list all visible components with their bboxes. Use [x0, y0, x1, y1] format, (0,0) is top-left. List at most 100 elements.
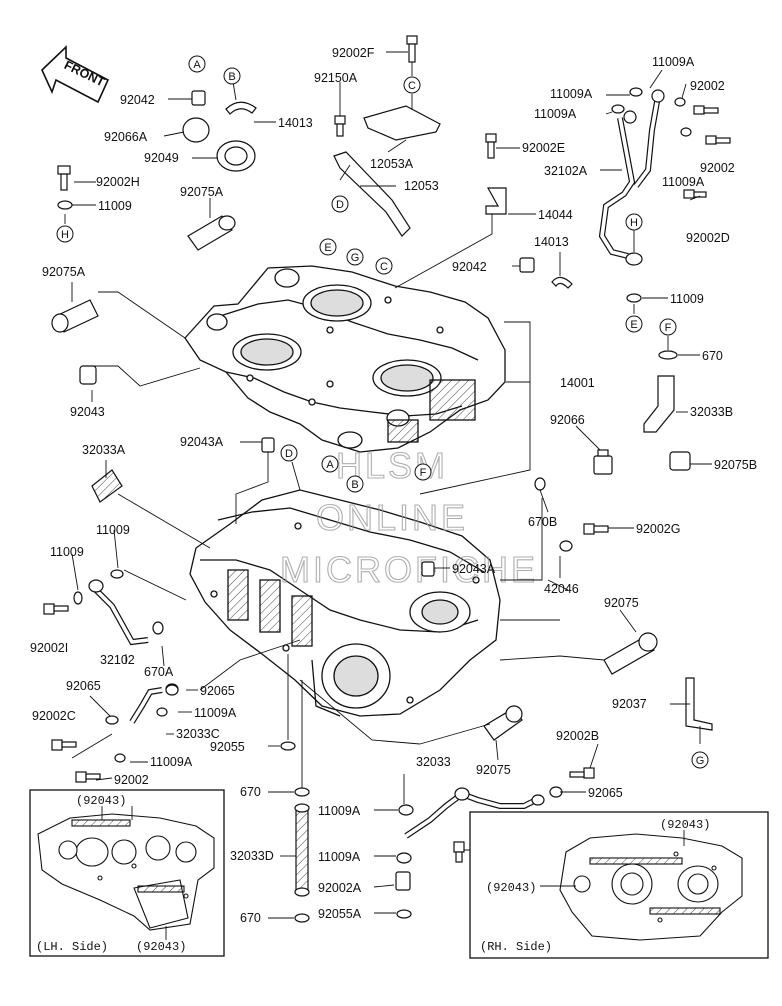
part-label: 92002B [556, 729, 599, 743]
part-label: 12053 [404, 179, 439, 193]
part-label: 670A [144, 665, 174, 679]
reference-circles [56, 55, 709, 769]
ref-circle-G [691, 751, 709, 769]
part-label: 11009A [534, 107, 577, 121]
part-label: 11009A [652, 55, 695, 69]
part-label: 11009A [318, 850, 361, 864]
part-label: 92066 [550, 413, 585, 427]
part-label: 14013 [534, 235, 569, 249]
part-label: 92065 [588, 786, 623, 800]
part-label: 670 [240, 785, 261, 799]
rh-side-inset: (92043) (92043) (RH. Side) [469, 811, 769, 959]
part-label: 92049 [144, 151, 179, 165]
part-label: 32033B [690, 405, 733, 419]
ref-circle-F [659, 318, 677, 336]
ref-circle-F [414, 463, 432, 481]
ref-letter: B [351, 479, 358, 491]
part-label: 92043A [452, 562, 496, 576]
part-label: 32102A [544, 164, 588, 178]
ref-letter: E [630, 319, 637, 331]
part-label: 11009A [318, 804, 361, 818]
parts [43, 35, 731, 923]
part-label: 92002 [700, 161, 735, 175]
part-label: 92075 [476, 763, 511, 777]
lower-crankcase [189, 489, 501, 717]
ref-letter: D [336, 199, 344, 211]
part-label: 11009A [662, 175, 705, 189]
part-label: 12053A [370, 157, 414, 171]
ref-circle-E [625, 315, 643, 333]
part-label: 32102 [100, 653, 135, 667]
part-label: 11009A [194, 706, 237, 720]
part-label: 42046 [544, 582, 579, 596]
part-label: 92043 [70, 405, 105, 419]
part-label: 92002D [686, 231, 730, 245]
part-label: 92055A [318, 907, 362, 921]
lh-side-inset: (92043) (92043) (LH. Side) [29, 789, 225, 957]
ref-letter: F [420, 467, 427, 479]
ref-circle-H [625, 213, 643, 231]
inset-part-label: (92043) [76, 794, 126, 808]
part-label: 32033D [230, 849, 274, 863]
part-label: 92075A [180, 185, 224, 199]
leader-lines [64, 51, 712, 919]
inset-part-label: (92043) [486, 881, 536, 895]
ref-circle-D [280, 444, 298, 462]
part-label: 14044 [538, 208, 573, 222]
ref-circle-G [346, 248, 364, 266]
ref-circle-A [321, 455, 339, 473]
part-label: 11009 [96, 523, 130, 537]
part-label: 11009 [50, 545, 84, 559]
rh-side-label: (RH. Side) [480, 940, 552, 954]
part-label: 670B [528, 515, 557, 529]
part-label: 32033A [82, 443, 126, 457]
ref-letter: C [408, 80, 416, 92]
part-label: 32033 [416, 755, 451, 769]
watermark-line-2: ONLINE [316, 497, 468, 538]
part-label: 92037 [612, 697, 647, 711]
part-label: 32033C [176, 727, 220, 741]
ref-circle-C [375, 257, 393, 275]
part-label: 92002H [96, 175, 140, 189]
part-label: 92066A [104, 130, 148, 144]
reference-letters: A B C D H E G C H E F A B F D G [61, 59, 704, 767]
ref-circle-C [403, 76, 421, 94]
part-label: 14001 [560, 376, 595, 390]
ref-circle-B [346, 475, 364, 493]
part-label: 92075A [42, 265, 86, 279]
ref-letter: F [665, 322, 672, 334]
part-label: 92075B [714, 458, 757, 472]
ref-letter: H [61, 229, 69, 241]
part-label: 92002 [114, 773, 149, 787]
part-label: 92065 [66, 679, 101, 693]
part-label: 92002E [522, 141, 565, 155]
ref-letter: G [696, 755, 705, 767]
ref-letter: G [351, 252, 360, 264]
part-label: 92065 [200, 684, 235, 698]
ref-circle-H [56, 225, 74, 243]
ref-letter: E [324, 242, 331, 254]
part-label: 92043A [180, 435, 224, 449]
ref-circle-A [188, 55, 206, 73]
ref-letter: A [326, 459, 334, 471]
ref-circle-B [223, 67, 241, 85]
part-label: 11009A [150, 755, 193, 769]
part-label: 11009 [98, 199, 132, 213]
part-label: 92002I [30, 641, 68, 655]
part-label: 92002G [636, 522, 680, 536]
part-label: 92002 [690, 79, 725, 93]
ref-letter: H [630, 217, 638, 229]
ref-circle-E [319, 238, 337, 256]
part-label: 92042 [120, 93, 155, 107]
front-arrow: FRONT [41, 45, 110, 104]
part-label: 92002A [318, 881, 362, 895]
part-label: 92150A [314, 71, 358, 85]
upper-crankcase [184, 265, 506, 453]
ref-letter: A [193, 59, 201, 71]
part-label: 11009 [670, 292, 704, 306]
part-label: 92002F [332, 46, 375, 60]
inset-part-label: (92043) [660, 818, 710, 832]
part-label: 14013 [278, 116, 313, 130]
watermark-line-3: MICROFICHE [280, 549, 538, 590]
